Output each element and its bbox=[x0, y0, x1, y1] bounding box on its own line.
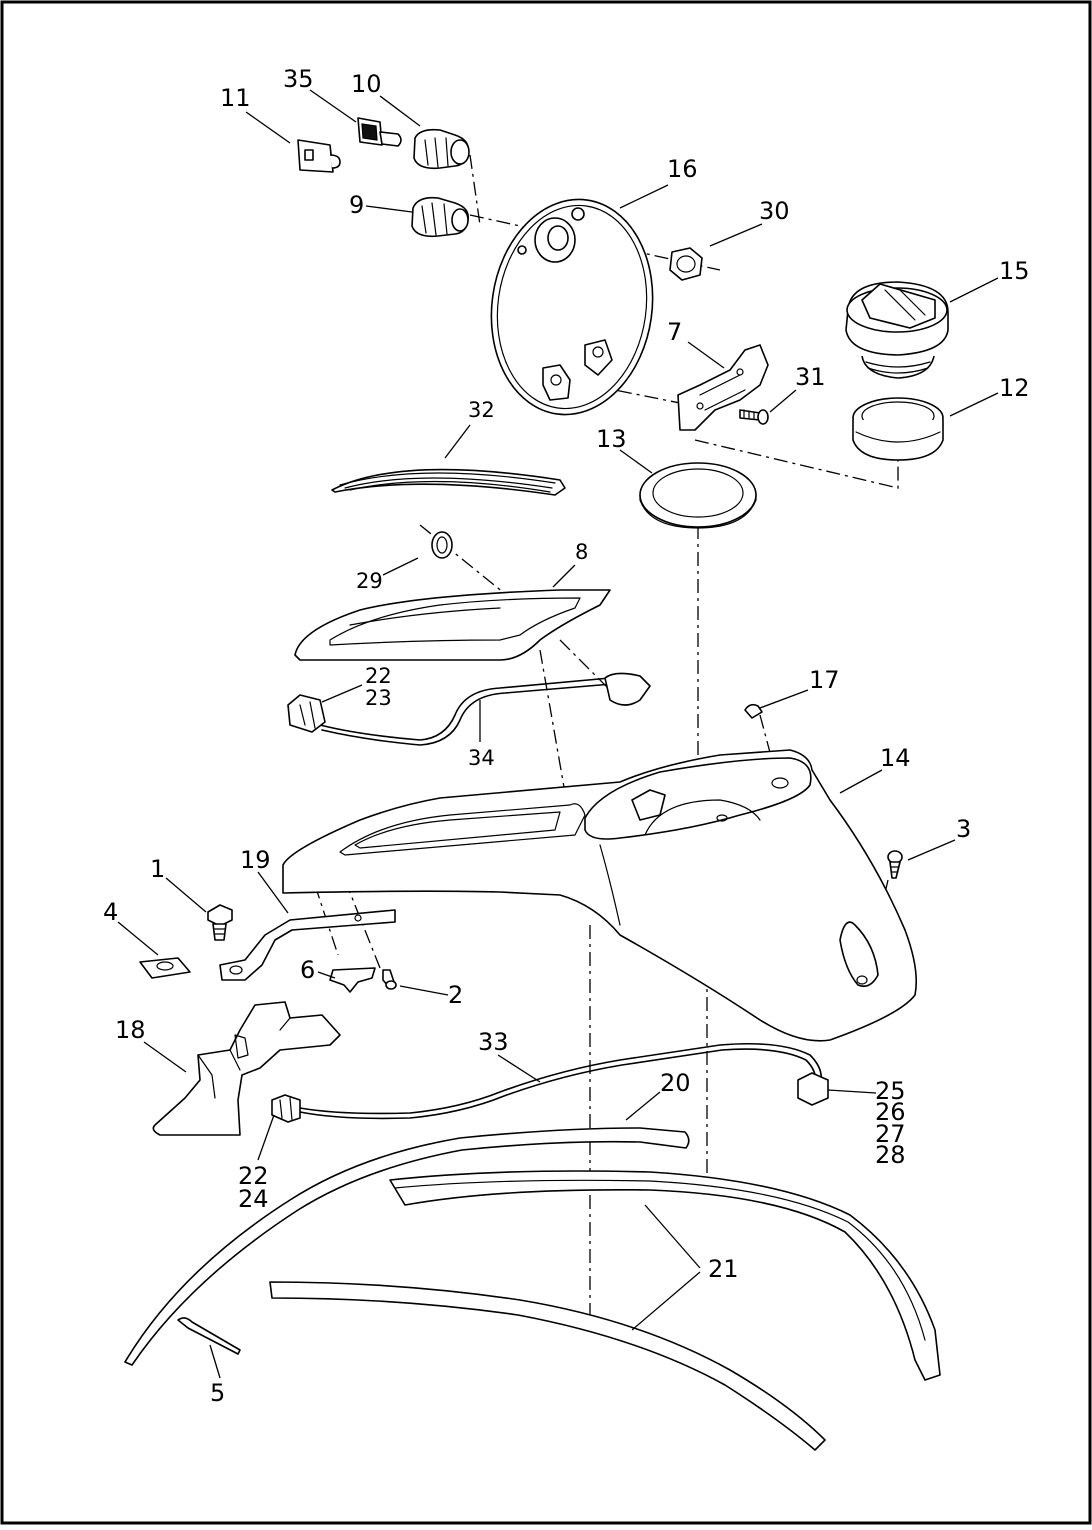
callout-2: 2 bbox=[448, 981, 463, 1009]
console-panel-icon bbox=[294, 589, 611, 661]
callout-9: 9 bbox=[349, 191, 364, 219]
callout-31: 31 bbox=[795, 363, 826, 391]
callout-21: 21 bbox=[708, 1255, 739, 1283]
leader-lines bbox=[117, 89, 999, 1379]
bolt-icon bbox=[207, 904, 233, 941]
callout-13: 13 bbox=[596, 425, 627, 453]
callout-25: 25 bbox=[875, 1077, 906, 1105]
callout-33: 33 bbox=[478, 1028, 509, 1056]
callout-26: 26 bbox=[875, 1098, 906, 1126]
callout-1: 1 bbox=[150, 855, 165, 883]
seal-strip-20-icon bbox=[124, 1127, 690, 1366]
callout-34: 34 bbox=[468, 746, 495, 770]
callout-32: 32 bbox=[468, 398, 495, 422]
callout-18: 18 bbox=[115, 1016, 146, 1044]
screw-2-icon bbox=[382, 969, 397, 990]
key-blank-icon bbox=[297, 139, 341, 173]
trim-molding-upper-icon bbox=[389, 1170, 941, 1381]
callout-12: 12 bbox=[999, 374, 1030, 402]
screw-icon bbox=[739, 409, 769, 425]
callout-15: 15 bbox=[999, 257, 1030, 285]
callout-20: 20 bbox=[660, 1069, 691, 1097]
callout-11: 11 bbox=[220, 84, 251, 112]
trim-strip-icon bbox=[331, 468, 566, 496]
grommet-icon bbox=[431, 531, 453, 559]
clip-nut-icon bbox=[139, 957, 191, 979]
callout-16: 16 bbox=[667, 155, 698, 183]
latch-bracket-icon bbox=[677, 344, 769, 431]
fuel-cap-icon bbox=[845, 281, 949, 379]
callout-17: 17 bbox=[809, 666, 840, 694]
console-door-plate-icon bbox=[490, 198, 654, 416]
callout-29: 29 bbox=[356, 569, 383, 593]
callout-22-lower: 22 bbox=[238, 1162, 269, 1190]
screw-3-icon bbox=[887, 850, 903, 879]
callout-labels: 11 35 10 9 16 30 15 12 7 31 13 32 29 8 2… bbox=[103, 65, 1030, 1407]
callout-19: 19 bbox=[240, 846, 271, 874]
rubber-plug-icon bbox=[744, 703, 763, 719]
callout-30: 30 bbox=[759, 197, 790, 225]
hex-nut-icon bbox=[669, 247, 703, 281]
cable-tie-icon bbox=[177, 1317, 241, 1355]
callout-22-upper: 22 bbox=[365, 664, 392, 688]
callout-35: 35 bbox=[283, 65, 314, 93]
callout-8: 8 bbox=[575, 540, 588, 564]
spacer-tab-icon bbox=[329, 967, 376, 993]
key-icon bbox=[357, 117, 402, 147]
callout-5: 5 bbox=[210, 1379, 225, 1407]
callout-10: 10 bbox=[351, 70, 382, 98]
callout-23: 23 bbox=[365, 686, 392, 710]
wiring-harness-34-icon bbox=[287, 672, 651, 746]
callout-6: 6 bbox=[300, 956, 315, 984]
callout-24: 24 bbox=[238, 1185, 269, 1213]
lock-housing-icon bbox=[411, 196, 470, 238]
trim-molding-lower-icon bbox=[269, 1281, 826, 1451]
callout-27: 27 bbox=[875, 1120, 906, 1148]
fuel-tank-console-icon bbox=[282, 749, 918, 1042]
callout-28: 28 bbox=[875, 1141, 906, 1169]
side-cover-icon bbox=[152, 1001, 341, 1136]
callout-3: 3 bbox=[956, 815, 971, 843]
callout-7: 7 bbox=[667, 318, 682, 346]
mounting-bracket-icon bbox=[219, 909, 396, 981]
seal-ring-icon bbox=[639, 462, 757, 529]
callout-14: 14 bbox=[880, 744, 911, 772]
wiring-harness-33-icon bbox=[271, 1042, 829, 1123]
filler-neck-gasket-icon bbox=[852, 397, 944, 461]
callout-4: 4 bbox=[103, 898, 118, 926]
ignition-lock-cylinder-icon bbox=[413, 128, 470, 170]
